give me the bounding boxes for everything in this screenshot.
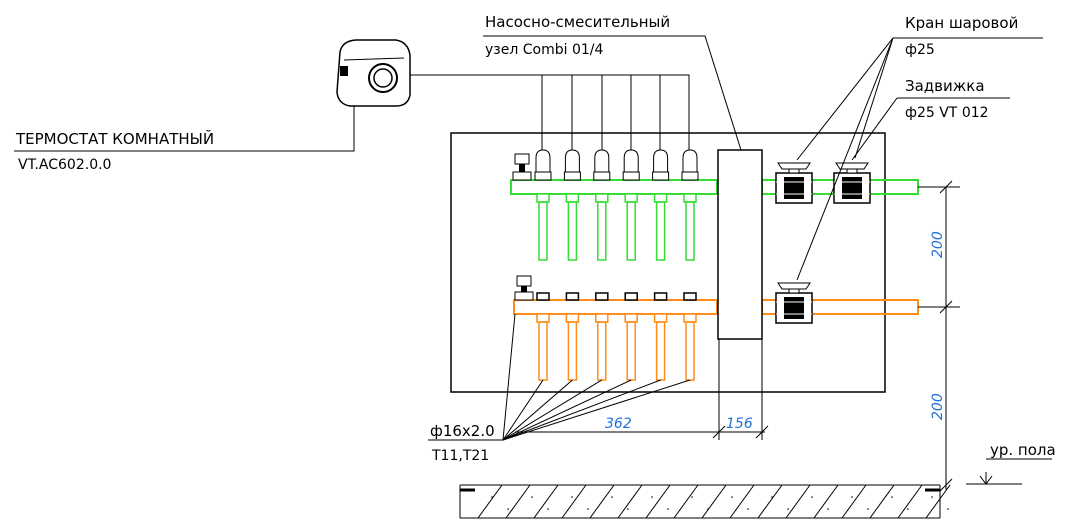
supply-air-vent — [512, 153, 532, 181]
dimension-upper-height: 200 — [930, 231, 946, 258]
thermostat-icon — [336, 39, 411, 107]
thermostat-wiring — [410, 74, 690, 150]
dimension-manifold-width: 362 — [605, 416, 632, 432]
return-outlet — [536, 292, 550, 381]
dimension-lines — [515, 180, 960, 492]
pipe-leader — [502, 379, 632, 441]
dimension-unit-width: 156 — [726, 416, 753, 432]
pipe-label-line2: T11,T21 — [431, 448, 489, 464]
pipe-leader — [502, 379, 544, 441]
supply-outlet — [593, 149, 611, 261]
floor-slab — [459, 484, 941, 519]
pipe-leader — [502, 379, 661, 441]
ball-valve-return — [775, 282, 813, 324]
thermostat-label-line2: VT.AC602.0.0 — [18, 157, 111, 173]
return-outlet — [595, 292, 609, 381]
pipe-leaders — [502, 313, 691, 441]
manifold-cabinet — [450, 132, 886, 393]
pump-unit-label-line1: Насосно-смесительный — [485, 13, 670, 31]
supply-outlet — [534, 149, 552, 261]
return-outlet — [624, 292, 638, 381]
leader-lines — [14, 35, 1043, 441]
ball-valve-label-line1: Кран шаровой — [905, 14, 1018, 32]
return-outlet — [653, 292, 668, 381]
ball-valve-label-line2: ф25 — [905, 42, 935, 58]
supply-outlet — [681, 149, 699, 261]
return-outlet — [565, 292, 580, 381]
pipe-leader — [502, 379, 573, 441]
gate-valve-label-line2: ф25 VT 012 — [905, 105, 989, 121]
supply-outlet — [563, 149, 581, 261]
return-air-vent — [514, 275, 534, 301]
floor-hatch — [477, 484, 951, 519]
pipe-leader — [502, 379, 603, 441]
return-main-pipe — [513, 299, 919, 315]
pipe-label-line1: ф16х2.0 — [430, 422, 495, 440]
supply-outlet — [652, 149, 670, 261]
supply-outlet — [622, 149, 640, 261]
pipe-leader — [502, 379, 691, 441]
gate-valve-supply — [833, 162, 871, 204]
floor-level-marker — [966, 458, 1052, 485]
ball-valve-supply — [775, 162, 813, 204]
pipe-leader — [502, 313, 516, 441]
return-outlet — [683, 292, 697, 381]
thermostat-label-line1: ТЕРМОСТАТ КОМНАТНЫЙ — [15, 129, 214, 148]
floor-level-label: ур. пола — [990, 441, 1056, 459]
manifold-outlets — [534, 149, 699, 381]
pump-unit-label-line2: узел Combi 01/4 — [485, 42, 603, 58]
dimension-lower-height: 200 — [930, 393, 946, 420]
gate-valve-label-line1: Задвижка — [905, 77, 985, 95]
pump-mixing-unit — [717, 149, 763, 340]
